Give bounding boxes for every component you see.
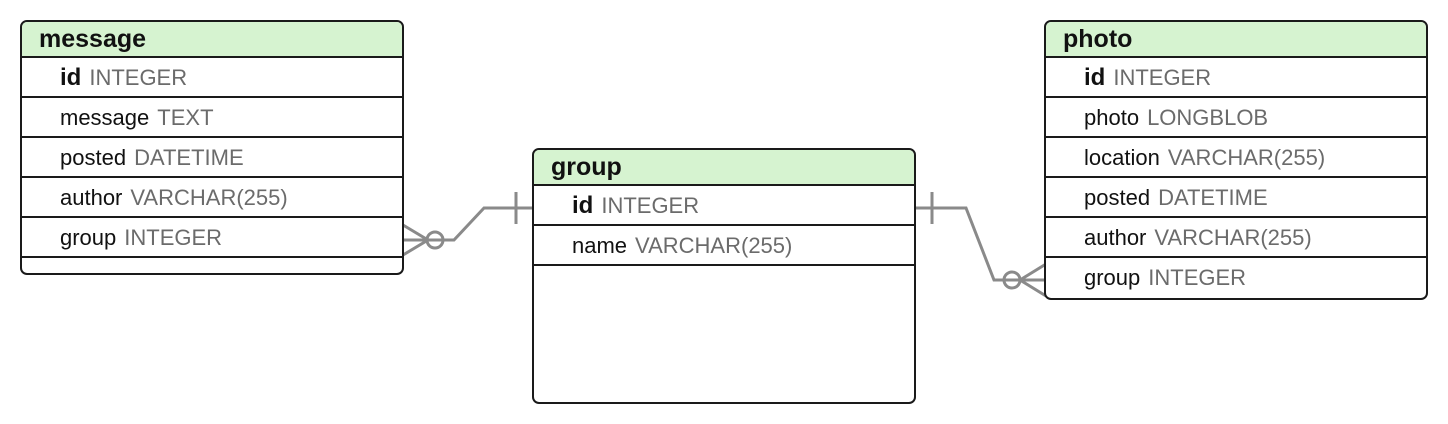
- field-type: VARCHAR(255): [1154, 225, 1312, 250]
- relationship-message-group: [402, 192, 534, 257]
- field-type: INTEGER: [1148, 265, 1247, 290]
- entity-title: message: [22, 22, 402, 58]
- field-type: INTEGER: [1113, 65, 1212, 90]
- field-type: INTEGER: [89, 65, 188, 90]
- field-name: posted: [1084, 185, 1151, 210]
- field-type: TEXT: [157, 105, 214, 130]
- field-row[interactable]: photo LONGBLOB: [1046, 98, 1426, 138]
- field-type: LONGBLOB: [1147, 105, 1269, 130]
- entity-group[interactable]: group id INTEGER name VARCHAR(255): [532, 148, 916, 404]
- field-row[interactable]: author VARCHAR(255): [22, 178, 402, 218]
- relationship-photo-group: [916, 192, 1047, 298]
- field-type: VARCHAR(255): [130, 185, 288, 210]
- field-name: id: [572, 192, 594, 219]
- field-name: author: [1084, 225, 1147, 250]
- field-row[interactable]: location VARCHAR(255): [1046, 138, 1426, 178]
- field-name: id: [1084, 64, 1106, 91]
- field-type: DATETIME: [1158, 185, 1268, 210]
- field-row[interactable]: id INTEGER: [22, 58, 402, 98]
- field-name: author: [60, 185, 123, 210]
- field-name: name: [572, 233, 628, 258]
- field-row[interactable]: posted DATETIME: [22, 138, 402, 178]
- field-row[interactable]: group INTEGER: [22, 218, 402, 258]
- field-row[interactable]: posted DATETIME: [1046, 178, 1426, 218]
- field-type: INTEGER: [124, 225, 223, 250]
- field-row[interactable]: author VARCHAR(255): [1046, 218, 1426, 258]
- field-row[interactable]: message TEXT: [22, 98, 402, 138]
- field-type: DATETIME: [134, 145, 244, 170]
- field-name: group: [1084, 265, 1141, 290]
- field-row[interactable]: id INTEGER: [1046, 58, 1426, 98]
- field-name: group: [60, 225, 117, 250]
- field-name: message: [60, 105, 150, 130]
- field-name: location: [1084, 145, 1160, 170]
- field-type: VARCHAR(255): [635, 233, 793, 258]
- field-row[interactable]: group INTEGER: [1046, 258, 1426, 298]
- field-row[interactable]: name VARCHAR(255): [534, 226, 914, 266]
- field-row[interactable]: id INTEGER: [534, 186, 914, 226]
- entity-title: photo: [1046, 22, 1426, 58]
- field-name: id: [60, 64, 82, 91]
- field-type: INTEGER: [601, 193, 700, 218]
- entity-title: group: [534, 150, 914, 186]
- field-type: VARCHAR(255): [1167, 145, 1326, 170]
- field-name: photo: [1084, 105, 1140, 130]
- field-name: posted: [60, 145, 127, 170]
